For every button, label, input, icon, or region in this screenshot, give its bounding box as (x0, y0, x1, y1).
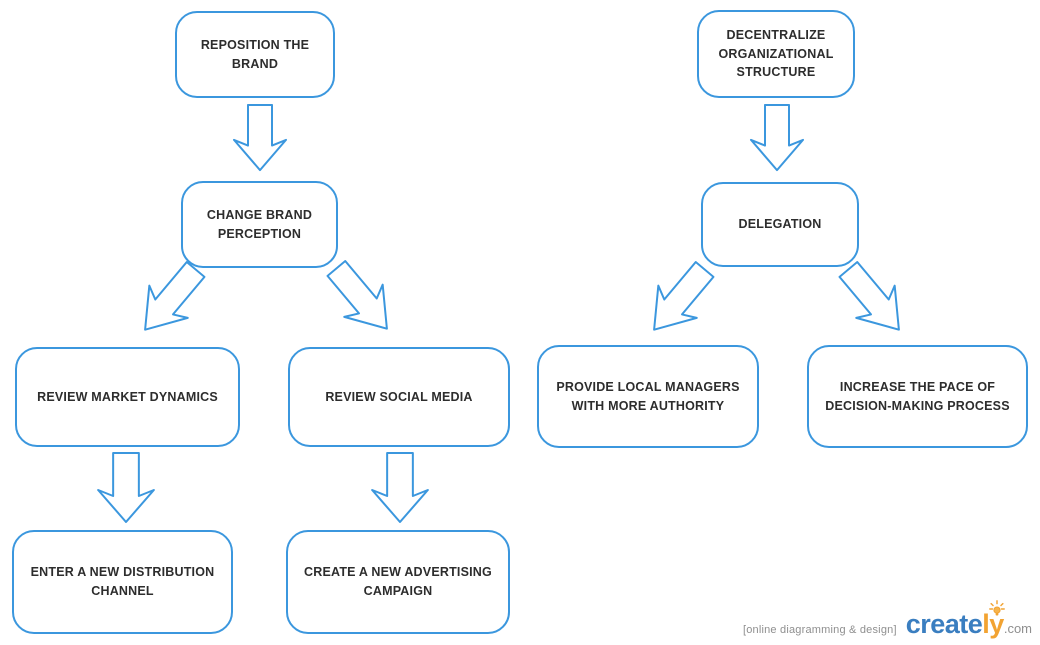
node-create-new-advertising-campaign: CREATE A NEW ADVERTISING CAMPAIGN (286, 530, 510, 634)
node-label: DECENTRALIZE ORGANIZATIONAL STRUCTURE (718, 27, 834, 80)
node-increase-pace-decision-making: INCREASE THE PACE OF DECISION-MAKING PRO… (807, 345, 1028, 448)
node-change-brand-perception: CHANGE BRAND PERCEPTION (181, 181, 338, 268)
node-reposition-the-brand: REPOSITION THE BRAND (175, 11, 335, 98)
node-enter-new-distribution-channel: ENTER A NEW DISTRIBUTION CHANNEL (12, 530, 233, 634)
down-block-arrow-icon (96, 452, 156, 524)
diagonal-left-block-arrow-icon (632, 251, 726, 349)
node-review-market-dynamics: REVIEW MARKET DYNAMICS (15, 347, 240, 447)
node-label: DELEGATION (738, 217, 822, 232)
node-label: ENTER A NEW DISTRIBUTION CHANNEL (30, 565, 215, 598)
diagonal-right-block-arrow-icon (315, 250, 409, 348)
node-label: CREATE A NEW ADVERTISING CAMPAIGN (304, 565, 492, 598)
logo-domain: .com (1003, 621, 1032, 636)
node-review-social-media: REVIEW SOCIAL MEDIA (288, 347, 510, 447)
node-label: INCREASE THE PACE OF DECISION-MAKING PRO… (825, 379, 1010, 413)
logo-text-blue: create (905, 609, 983, 639)
creately-watermark: [online diagramming & design] creately.c… (742, 600, 1032, 639)
node-label: REVIEW SOCIAL MEDIA (325, 389, 473, 404)
node-decentralize-organizational-structure: DECENTRALIZE ORGANIZATIONAL STRUCTURE (697, 10, 855, 98)
node-delegation: DELEGATION (701, 182, 859, 267)
diagonal-right-block-arrow-icon (827, 251, 921, 349)
node-label: REVIEW MARKET DYNAMICS (37, 389, 218, 404)
down-block-arrow-icon (749, 104, 805, 172)
diagonal-left-block-arrow-icon (123, 251, 217, 349)
down-block-arrow-icon (232, 104, 288, 172)
node-label: PROVIDE LOCAL MANAGERS WITH MORE AUTHORI… (556, 379, 740, 413)
node-label: REPOSITION THE BRAND (200, 37, 310, 71)
node-provide-local-managers-authority: PROVIDE LOCAL MANAGERS WITH MORE AUTHORI… (537, 345, 759, 448)
node-label: CHANGE BRAND PERCEPTION (206, 207, 313, 241)
watermark-tagline: [online diagramming & design] (742, 624, 897, 636)
logo-text-orange: ly (982, 609, 1004, 639)
lightbulb-icon (988, 596, 1006, 616)
down-block-arrow-icon (370, 452, 430, 524)
creately-logo: creately.com (905, 600, 1032, 639)
